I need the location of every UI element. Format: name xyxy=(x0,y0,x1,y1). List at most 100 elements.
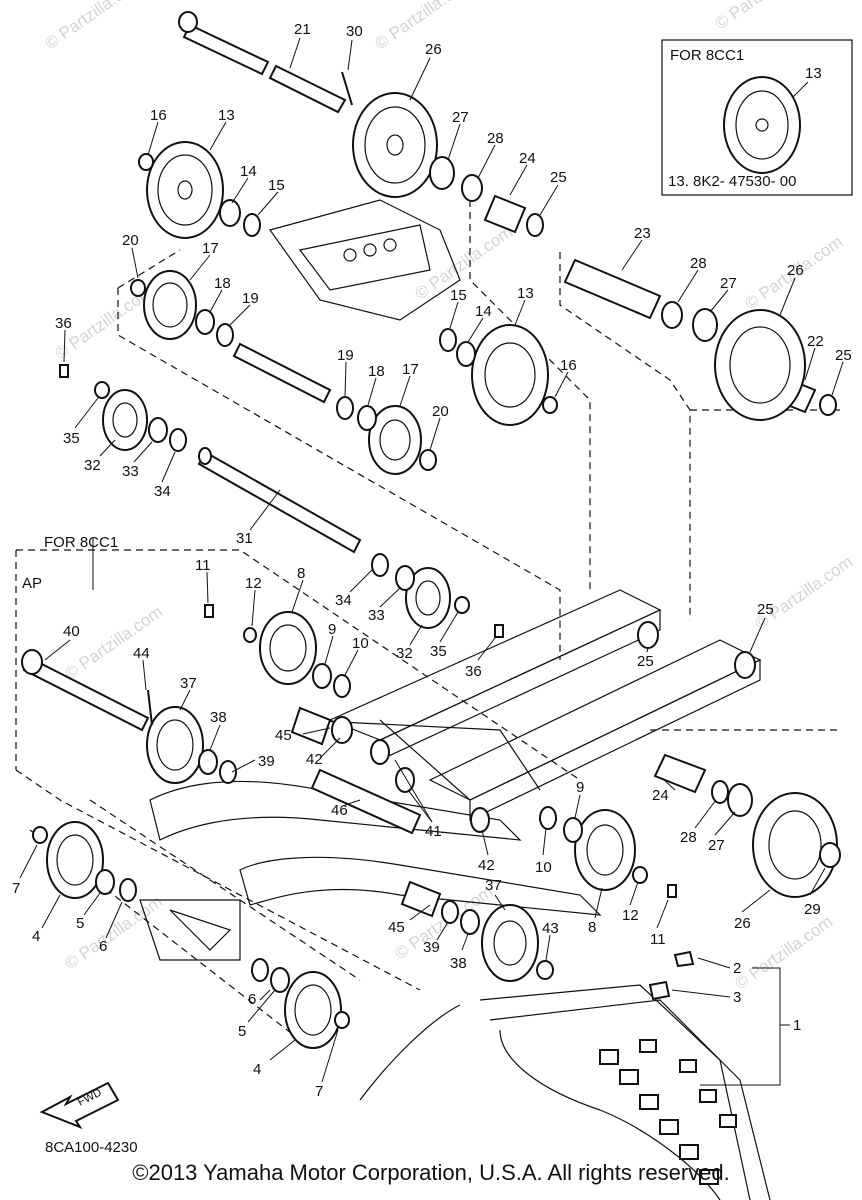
callout: 17 xyxy=(402,361,419,378)
callout: 11 xyxy=(195,557,211,574)
callout: 9 xyxy=(328,621,336,638)
callout: 40 xyxy=(63,623,80,640)
callout: 25 xyxy=(835,347,852,364)
inset-part-number: 13. 8K2- 47530- 00 xyxy=(668,173,796,190)
callout: 45 xyxy=(275,727,292,744)
watermark: © Partzilla.com xyxy=(371,0,476,53)
callout: 10 xyxy=(535,859,552,876)
callout: 32 xyxy=(84,457,101,474)
callout: 15 xyxy=(450,287,467,304)
callout: 25 xyxy=(757,601,774,618)
callout: 42 xyxy=(306,751,323,768)
watermark: © Partzilla.com xyxy=(751,552,856,633)
callout: 21 xyxy=(294,21,311,38)
callout: 6 xyxy=(248,991,256,1008)
callout: 26 xyxy=(425,41,442,58)
callout: 8 xyxy=(297,565,305,582)
callout: 30 xyxy=(346,23,363,40)
callout: 41 xyxy=(425,823,442,840)
callout: 33 xyxy=(368,607,385,624)
callout: 1 xyxy=(793,1017,801,1034)
fwd-arrow-icon: FWD xyxy=(39,1081,120,1130)
callout: 44 xyxy=(133,645,150,662)
callout: 20 xyxy=(432,403,449,420)
callout: 27 xyxy=(720,275,737,292)
callout: 16 xyxy=(560,357,577,374)
inset-box: FOR 8CC1 13 13. 8K2- 47530- 00 xyxy=(661,39,853,196)
callout: 13 xyxy=(218,107,235,124)
callout: 28 xyxy=(690,255,707,272)
callout: 7 xyxy=(12,880,20,897)
callout: 6 xyxy=(99,938,107,955)
callout: 14 xyxy=(475,303,492,320)
callout: 39 xyxy=(423,939,440,956)
callout: 11 xyxy=(650,931,666,948)
callout: 20 xyxy=(122,232,139,249)
wheels xyxy=(46,92,838,1049)
callout: 19 xyxy=(337,347,354,364)
watermark: © Partzilla.com xyxy=(41,0,146,53)
inset-callout: 13 xyxy=(805,65,822,82)
callout: 18 xyxy=(368,363,385,380)
callout: 45 xyxy=(388,919,405,936)
callout: 37 xyxy=(180,675,197,692)
assembly-outlines xyxy=(15,200,840,1041)
callout: 46 xyxy=(331,802,348,819)
callout: 8 xyxy=(588,919,596,936)
callout: 17 xyxy=(202,240,219,257)
callout: 27 xyxy=(452,109,469,126)
callout: 25 xyxy=(637,653,654,670)
callout: 10 xyxy=(352,635,369,652)
callout: 25 xyxy=(550,169,567,186)
callout: 9 xyxy=(576,779,584,796)
callout: 26 xyxy=(734,915,751,932)
callout: 18 xyxy=(214,275,231,292)
callout: 27 xyxy=(708,837,725,854)
callout: 4 xyxy=(253,1061,261,1078)
callout: 14 xyxy=(240,163,257,180)
callout: 7 xyxy=(315,1083,323,1100)
section-label-for-model: FOR 8CC1 xyxy=(44,534,118,551)
pivot-arm xyxy=(139,199,461,961)
frame-rails xyxy=(149,589,762,916)
callout: 32 xyxy=(396,645,413,662)
callout: 2 xyxy=(733,960,741,977)
copyright-notice: ©2013 Yamaha Motor Corporation, U.S.A. A… xyxy=(132,1160,730,1185)
callout: 31 xyxy=(236,530,253,547)
callout: 5 xyxy=(238,1023,246,1040)
watermark: © Partzilla.com xyxy=(711,0,816,33)
callout: 37 xyxy=(485,877,502,894)
callout: 39 xyxy=(258,753,275,770)
callout: 33 xyxy=(122,463,139,480)
callout: 15 xyxy=(268,177,285,194)
callout: 5 xyxy=(76,915,84,932)
section-label-ap: AP xyxy=(22,575,42,592)
diagram-code: 8CA100-4230 xyxy=(45,1139,138,1156)
callout: 4 xyxy=(32,928,40,945)
callout: 28 xyxy=(680,829,697,846)
callout: 13 xyxy=(517,285,534,302)
callout: 34 xyxy=(335,592,352,609)
callout: 42 xyxy=(478,857,495,874)
callout: 43 xyxy=(542,920,559,937)
leader-lines xyxy=(19,37,844,1086)
callout: 36 xyxy=(55,315,72,332)
callout: 35 xyxy=(63,430,80,447)
callout: 34 xyxy=(154,483,171,500)
callout: 38 xyxy=(210,709,227,726)
callout: 29 xyxy=(804,901,821,918)
callout: 26 xyxy=(787,262,804,279)
small-parts xyxy=(32,71,841,1029)
watermark: © Partzilla.com xyxy=(61,602,166,683)
callout: 24 xyxy=(519,150,536,167)
callout: 22 xyxy=(807,333,824,350)
callout: 36 xyxy=(465,663,482,680)
shafts xyxy=(21,11,817,918)
callout: 23 xyxy=(634,225,651,242)
callout: 28 xyxy=(487,130,504,147)
callout: 24 xyxy=(652,787,669,804)
callout: 38 xyxy=(450,955,467,972)
inset-title: FOR 8CC1 xyxy=(670,47,744,64)
callout: 19 xyxy=(242,290,259,307)
